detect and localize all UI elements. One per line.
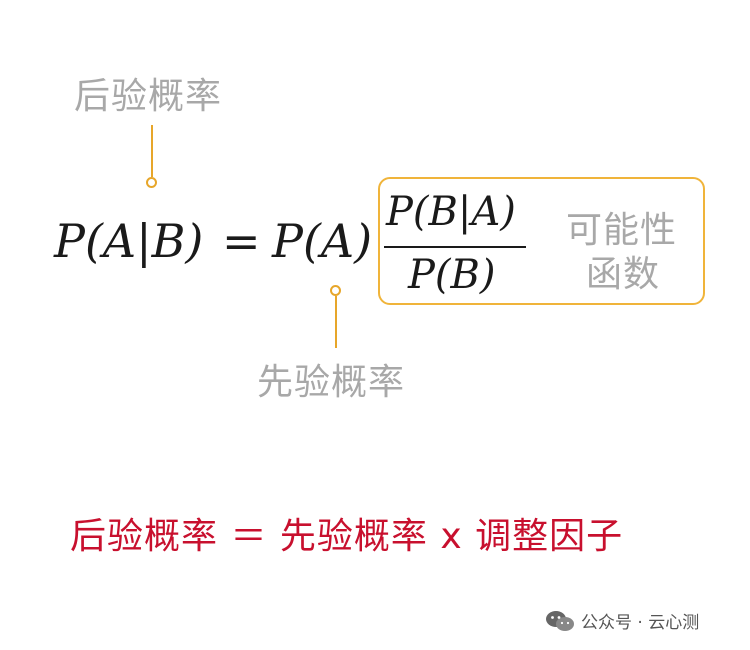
watermark-text: 公众号 · 云心测 — [581, 613, 700, 633]
prior-label: 先验概率 — [257, 362, 406, 403]
equation-prior-term: P(A) — [272, 214, 373, 268]
fraction-denominator: P(B) — [408, 252, 496, 298]
equation-equals: = — [222, 214, 261, 268]
prior-connector-line — [335, 296, 337, 348]
likelihood-highlight-box — [378, 177, 705, 305]
posterior-connector-dot — [146, 177, 157, 188]
likelihood-label-line2: 函数 — [586, 254, 661, 295]
wechat-icon — [546, 610, 574, 631]
fraction-numerator: P(B|A) — [386, 189, 516, 235]
equation-lhs: P(A|B) — [54, 214, 204, 268]
summary-formula: 后验概率 ＝ 先验概率 x 调整因子 — [70, 516, 624, 557]
fraction-bar — [384, 246, 526, 248]
prior-connector-dot — [330, 285, 341, 296]
posterior-label: 后验概率 — [74, 76, 223, 117]
likelihood-label-line1: 可能性 — [566, 210, 678, 251]
posterior-connector-line — [151, 125, 153, 177]
watermark: 公众号 · 云心测 — [545, 608, 699, 633]
